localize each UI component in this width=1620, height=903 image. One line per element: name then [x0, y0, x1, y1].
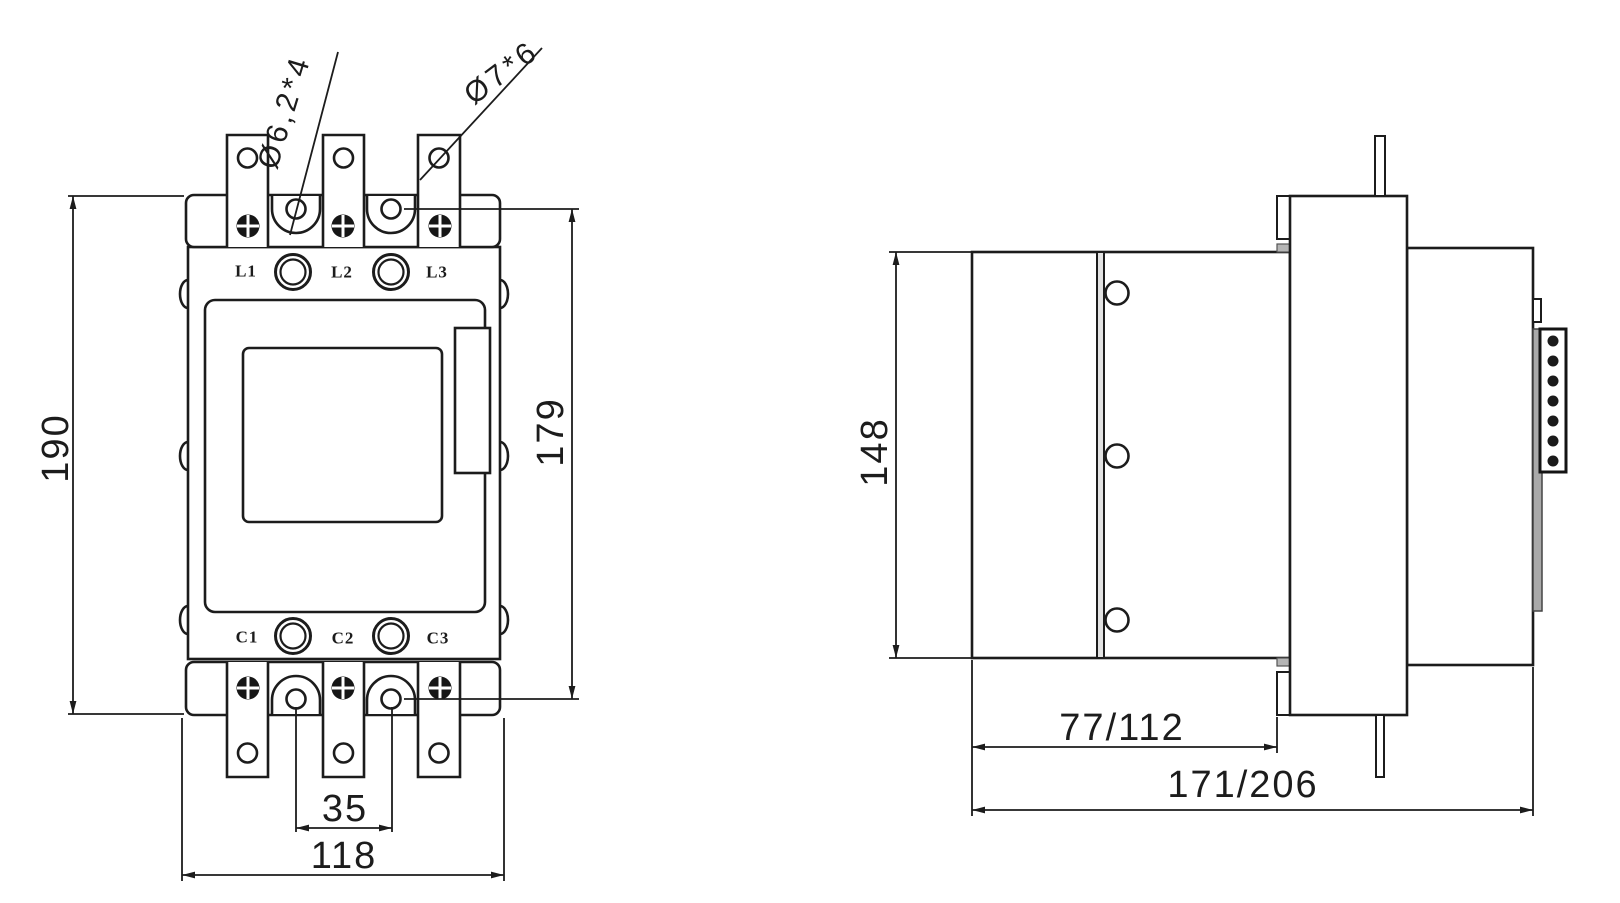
dim-line-190: [68, 195, 184, 715]
terminal-label-l3: L3: [426, 262, 448, 282]
terminal-hole: [332, 742, 355, 764]
rear-tab: [1532, 298, 1542, 323]
terminal-label-c3: C3: [426, 628, 450, 648]
terminal-screws: [236, 214, 452, 700]
screw-icon: [428, 676, 452, 700]
dim-depth-partial-label: 77/112: [1059, 707, 1185, 749]
side-body: [970, 250, 1292, 660]
terminal-hole: [428, 147, 450, 169]
terminal-hole: [236, 742, 259, 764]
dim-overall-height-label: 190: [35, 413, 77, 483]
bottom-mounting-holes: [270, 674, 417, 714]
latch-slider: [453, 326, 492, 475]
dim-overall-width-label: 118: [310, 835, 378, 877]
mounting-hole: [285, 198, 307, 220]
screw-icon: [236, 214, 260, 238]
terminal-label-l2: L2: [331, 262, 353, 282]
dim-depth-overall-label: 171/206: [1167, 764, 1319, 806]
front-dimensions: [68, 47, 579, 881]
terminal-label-c2: C2: [331, 628, 355, 648]
dim-line-35: [295, 707, 393, 832]
terminal-rings: [274, 253, 410, 655]
top-notch: [1276, 195, 1291, 240]
side-hole: [1104, 280, 1130, 306]
gasket-sliver: [1276, 657, 1291, 667]
side-divider: [1097, 253, 1104, 657]
terminal-hole: [332, 147, 355, 169]
leader-line-mounting-holes: [289, 51, 339, 236]
screw-icon: [331, 214, 355, 238]
dim-line-179: [404, 208, 579, 700]
dim-hole-span-label: 179: [530, 397, 572, 467]
side-hole: [1104, 443, 1130, 469]
label-window: [241, 346, 444, 524]
top-pin: [1374, 135, 1386, 197]
rear-connector: [1538, 327, 1568, 474]
leader-line-terminal-holes: [419, 47, 543, 181]
bottom-notch: [1276, 671, 1291, 716]
terminal-hole: [428, 742, 450, 764]
terminal-label-c1: C1: [235, 627, 259, 647]
mounting-hole: [380, 688, 402, 710]
rear-section: [1405, 246, 1535, 667]
dim-line-148: [889, 251, 974, 659]
front-view: [178, 133, 510, 779]
dim-line-118: [181, 718, 505, 881]
gasket-sliver: [1276, 243, 1291, 253]
side-hole: [1104, 607, 1130, 633]
bottom-pin: [1375, 714, 1385, 778]
top-terminal-tabs: [225, 133, 462, 247]
side-ears: [178, 278, 510, 636]
screw-icon: [236, 676, 260, 700]
dim-line-depths: [971, 660, 1534, 816]
mounting-hole: [380, 198, 402, 220]
screw-icon: [428, 214, 452, 238]
side-view: [970, 135, 1568, 778]
dim-side-height-label: 148: [854, 417, 896, 487]
dim-hole-pitch-label: 35: [321, 788, 369, 830]
terminal-label-l1: L1: [235, 261, 257, 281]
side-dimensions: [889, 251, 1534, 816]
terminal-hole: [236, 147, 259, 169]
center-block: [1288, 194, 1409, 717]
screw-icon: [331, 676, 355, 700]
